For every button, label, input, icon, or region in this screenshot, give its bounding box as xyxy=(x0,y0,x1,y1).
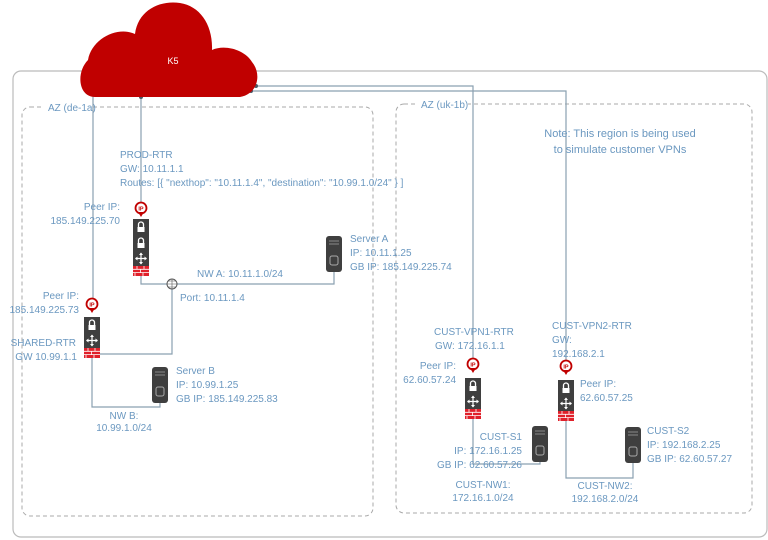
prod-rtr-name: PROD-RTR xyxy=(120,150,173,161)
router-arrows-icon xyxy=(132,250,150,267)
cust-vpn1-gw: GW: 172.16.1.1 xyxy=(435,341,505,352)
zone-uk-1b-label: AZ (uk-1b) xyxy=(421,100,468,111)
note-line-2: to simulate customer VPNs xyxy=(554,144,687,156)
server-a-gb-ip: GB IP: 185.149.225.74 xyxy=(350,262,452,273)
globe-icon xyxy=(166,278,178,290)
shared-rtr[interactable] xyxy=(83,284,101,359)
cust-vpn1-peer-label: Peer IP: xyxy=(420,361,456,372)
nw-b-label: NW B: xyxy=(110,411,139,422)
ip-pin-icon xyxy=(85,284,99,314)
cust-s1-name: CUST-S1 xyxy=(480,432,523,443)
link-nw-a xyxy=(140,272,335,285)
lock-icon xyxy=(83,316,101,334)
cust-s2-ip: IP: 192.168.2.25 xyxy=(647,440,721,451)
cust-s1-ip: IP: 172.16.1.25 xyxy=(454,446,522,457)
zone-uk-1b xyxy=(395,103,753,514)
k5-cloud: K5 xyxy=(80,2,258,97)
nw-b-cidr: 10.99.1.0/24 xyxy=(96,423,152,434)
firewall-icon xyxy=(132,265,150,277)
zone-de-1a-label: AZ (de-1a) xyxy=(48,103,96,114)
cust-vpn2-gw: 192.168.2.1 xyxy=(552,349,605,360)
lock-icon xyxy=(132,234,150,252)
cust-vpn1-name: CUST-VPN1-RTR xyxy=(434,327,514,338)
shared-rtr-gw: GW 10.99.1.1 xyxy=(15,352,77,363)
server-icon[interactable] xyxy=(531,425,549,463)
firewall-icon xyxy=(464,408,482,420)
server-b-name: Server B xyxy=(176,366,215,377)
cust-vpn2-gw-label: GW: xyxy=(552,335,572,346)
shared-rtr-name: SHARED-RTR xyxy=(11,338,76,349)
cust-nw1-label: CUST-NW1: xyxy=(456,480,511,491)
lock-icon xyxy=(557,379,575,397)
cust-nw2-label: CUST-NW2: xyxy=(578,481,633,492)
router-arrows-icon xyxy=(83,332,101,349)
link-cust-nw1 xyxy=(472,418,541,465)
cust-vpn2-peer-ip: 62.60.57.25 xyxy=(580,393,633,404)
prod-rtr-peer-label: Peer IP: xyxy=(84,202,120,213)
cust-vpn1-peer-ip: 62.60.57.24 xyxy=(403,375,456,386)
prod-rtr-routes: Routes: [{ "nexthop": "10.11.1.4", "dest… xyxy=(120,178,404,189)
cust-nw1-cidr: 172.16.1.0/24 xyxy=(452,493,514,504)
link-nw-b xyxy=(91,358,161,408)
port-label: Port: 10.11.1.4 xyxy=(180,293,245,304)
note-line-1: Note: This region is being used xyxy=(544,128,695,140)
zone-de-1a xyxy=(21,106,374,517)
lock-icon xyxy=(464,377,482,395)
link-port-shared-rtr xyxy=(100,284,173,355)
nw-a-label: NW A: 10.11.1.0/24 xyxy=(197,269,283,280)
router-arrows-icon xyxy=(557,395,575,412)
router-arrows-icon xyxy=(464,393,482,410)
server-b-gb-ip: GB IP: 185.149.225.83 xyxy=(176,394,278,405)
prod-rtr-peer-ip: 185.149.225.70 xyxy=(50,216,120,227)
server-a-ip: IP: 10.11.1.25 xyxy=(350,248,412,259)
firewall-icon xyxy=(557,410,575,422)
server-icon[interactable] xyxy=(624,426,642,464)
server-a-name: Server A xyxy=(350,234,389,245)
shared-rtr-peer-label: Peer IP: xyxy=(43,291,79,302)
cust-s1-gb-ip: GB IP: 62.60.57.26 xyxy=(437,460,522,471)
region-boundary xyxy=(12,70,768,538)
lock-icon xyxy=(132,218,150,236)
link-cust-nw2 xyxy=(565,420,634,479)
prod-rtr[interactable] xyxy=(132,188,150,277)
cust-vpn2-peer-label: Peer IP: xyxy=(580,379,616,390)
link-cloud-cust-vpn2 xyxy=(251,90,567,368)
link-cloud-cust-vpn1 xyxy=(256,85,474,365)
cust-s2-gb-ip: GB IP: 62.60.57.27 xyxy=(647,454,732,465)
server-b-ip: IP: 10.99.1.25 xyxy=(176,380,239,391)
cust-vpn2-name: CUST-VPN2-RTR xyxy=(552,321,632,332)
server-icon[interactable] xyxy=(151,366,169,404)
cust-nw2-cidr: 192.168.2.0/24 xyxy=(572,494,639,505)
cust-s2-name: CUST-S2 xyxy=(647,426,690,437)
server-icon[interactable] xyxy=(325,235,343,273)
cloud-label: K5 xyxy=(167,56,178,66)
shared-rtr-peer-ip: 185.149.225.73 xyxy=(9,305,79,316)
prod-rtr-gw: GW: 10.11.1.1 xyxy=(120,164,184,175)
firewall-icon xyxy=(83,347,101,359)
